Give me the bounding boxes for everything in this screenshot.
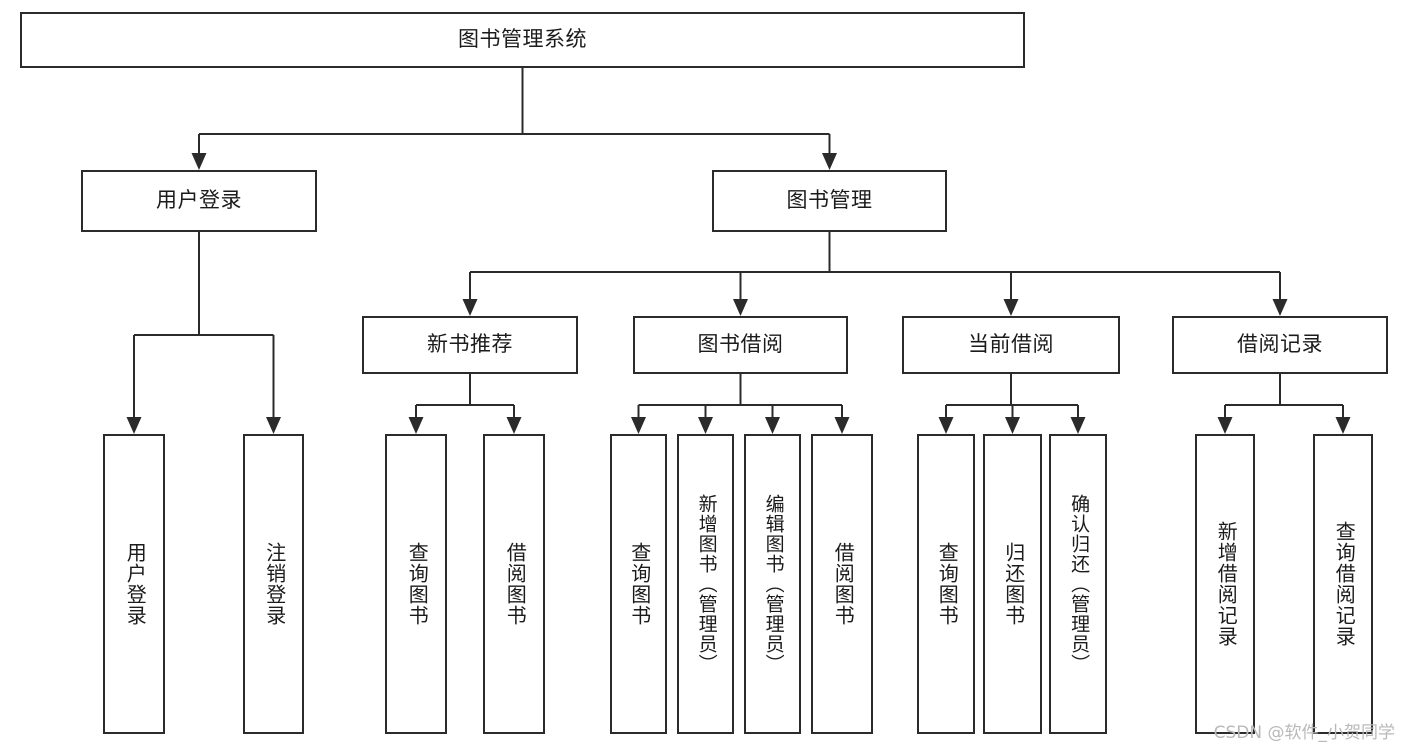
arrowhead-icon [631,417,646,434]
arrowhead-icon [1005,417,1020,434]
node-leaf-edit-book[interactable]: 编辑图书（管理员） [744,434,801,734]
arrowhead-icon [408,417,424,434]
node-leaf-borrow-book-bb[interactable]: 借阅图书 [811,434,873,734]
node-current-borrow[interactable]: 当前借阅 [902,316,1120,374]
arrowhead-icon [765,417,780,434]
watermark: CSDN @软件_小贺同学 [1213,723,1395,743]
node-label: 借阅图书 [831,542,854,626]
arrowhead-icon [1335,417,1351,434]
arrowhead-icon [733,299,748,316]
node-label: 新增借阅记录 [1214,521,1237,647]
node-leaf-user-login[interactable]: 用户登录 [103,434,165,734]
arrowhead-icon [126,417,142,434]
arrowhead-icon [698,417,713,434]
arrowhead-icon [462,299,478,316]
node-label: 确认归还（管理员） [1068,494,1090,674]
node-leaf-borrow-book-rec[interactable]: 借阅图书 [483,434,545,734]
node-new-book-rec[interactable]: 新书推荐 [362,316,578,374]
node-label: 查询图书 [935,542,958,626]
node-book-borrow[interactable]: 图书借阅 [633,316,848,374]
arrowhead-icon [191,153,207,170]
node-label: 编辑图书（管理员） [762,494,784,674]
node-label: 当前借阅 [968,332,1054,356]
node-label: 图书借阅 [697,332,784,356]
node-book-mgmt[interactable]: 图书管理 [712,170,947,232]
arrowhead-icon [506,417,522,434]
arrowhead-icon [822,153,837,170]
node-label: 查询图书 [627,542,650,626]
node-label: 归还图书 [1001,542,1024,626]
node-leaf-query-book-rec[interactable]: 查询图书 [385,434,447,734]
arrowhead-icon [1070,417,1086,434]
node-leaf-add-record[interactable]: 新增借阅记录 [1195,434,1255,734]
node-label: 图书管理 [786,188,873,212]
node-label: 图书管理系统 [458,27,587,51]
node-label: 借阅记录 [1237,332,1323,356]
arrowhead-icon [266,417,281,434]
node-label: 注销登录 [262,542,285,626]
node-leaf-query-book-bb[interactable]: 查询图书 [610,434,667,734]
node-leaf-query-book-cb[interactable]: 查询图书 [917,434,975,734]
arrowhead-icon [938,417,954,434]
node-leaf-return-book[interactable]: 归还图书 [983,434,1042,734]
node-leaf-confirm-return[interactable]: 确认归还（管理员） [1049,434,1107,734]
node-user-login[interactable]: 用户登录 [81,170,317,232]
node-label: 用户登录 [156,188,242,212]
node-root[interactable]: 图书管理系统 [20,12,1025,68]
node-label: 新增图书（管理员） [695,494,717,674]
node-leaf-user-logout[interactable]: 注销登录 [243,434,304,734]
node-label: 查询借阅记录 [1332,521,1355,647]
arrowhead-icon [1217,417,1233,434]
node-leaf-query-record[interactable]: 查询借阅记录 [1313,434,1373,734]
arrowhead-icon [1272,299,1288,316]
arrowhead-icon [1003,299,1019,316]
arrowhead-icon [834,417,850,434]
node-borrow-record[interactable]: 借阅记录 [1172,316,1388,374]
node-label: 查询图书 [405,542,428,626]
node-label: 借阅图书 [503,542,526,626]
node-label: 新书推荐 [427,332,513,356]
node-leaf-add-book[interactable]: 新增图书（管理员） [677,434,734,734]
node-label: 用户登录 [123,542,146,626]
